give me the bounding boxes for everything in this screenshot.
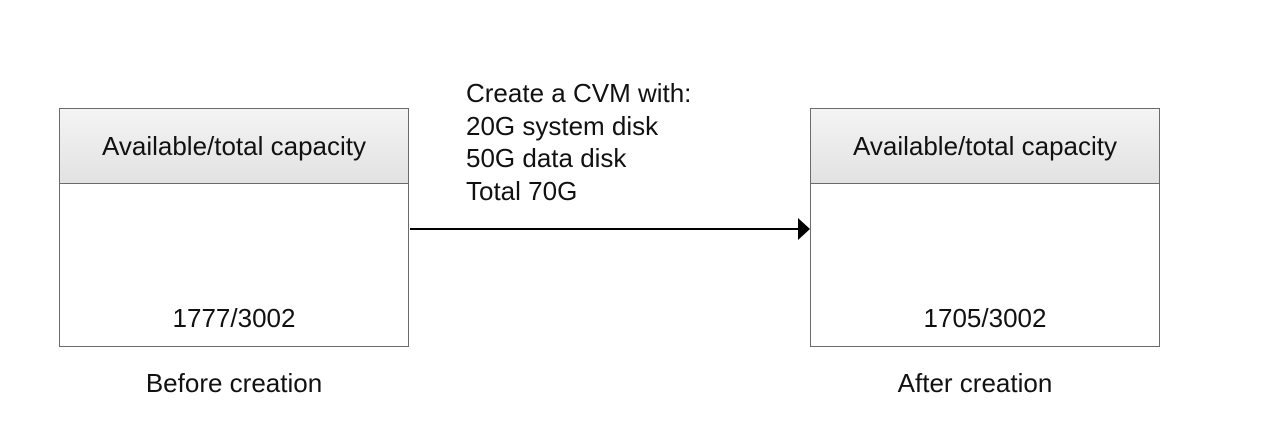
creation-note: Create a CVM with: 20G system disk 50G d… <box>466 77 691 207</box>
note-line-1: Create a CVM with: <box>466 78 692 108</box>
arrow-head-icon <box>798 218 810 240</box>
after-capacity-value: 1705/3002 <box>923 303 1047 333</box>
before-caption: Before creation <box>145 368 323 398</box>
before-capacity-value: 1777/3002 <box>172 303 296 333</box>
note-line-3: 50G data disk <box>466 143 627 173</box>
after-capacity-header: Available/total capacity <box>811 109 1159 184</box>
note-line-2: 20G system disk <box>466 110 659 141</box>
note-line-4: Total 70G <box>466 175 578 206</box>
before-capacity-box: Available/total capacity 1777/3002 <box>59 108 409 347</box>
before-capacity-header: Available/total capacity <box>60 109 408 184</box>
after-caption: After creation <box>897 368 1053 398</box>
after-capacity-box: Available/total capacity 1705/3002 <box>810 108 1160 347</box>
